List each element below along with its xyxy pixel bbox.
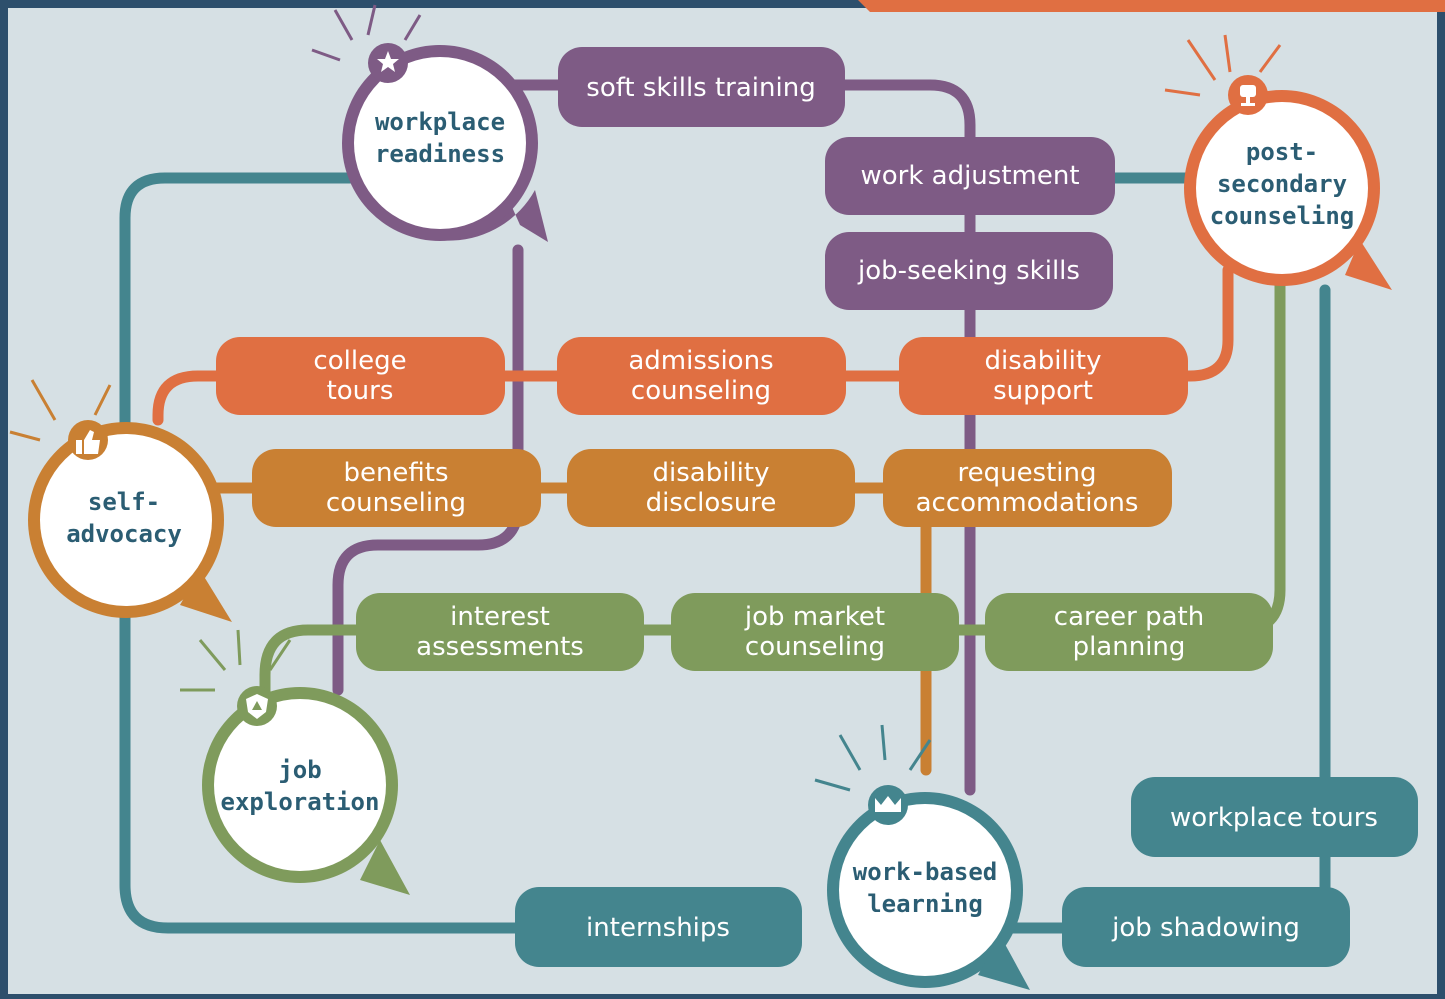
hub-label-line1: job xyxy=(278,756,321,784)
station-disability-support[interactable]: disability support xyxy=(899,337,1188,415)
hub-label-line2: learning xyxy=(867,890,983,918)
hub-label-line2: readiness xyxy=(375,140,505,168)
station-job-shadowing[interactable]: job shadowing xyxy=(1062,887,1350,967)
hub-label-line1: work-based xyxy=(853,858,998,886)
hub-label-line2: secondary xyxy=(1217,170,1347,198)
station-label-line2: counseling xyxy=(745,632,885,662)
station-label: job-seeking skills xyxy=(857,256,1080,286)
station-label-line1: college xyxy=(313,346,406,376)
station-label-line1: interest xyxy=(450,602,550,632)
hub-label-line1: workplace xyxy=(375,108,505,136)
hub-workplace-readiness[interactable]: workplace readiness xyxy=(311,4,548,242)
hub-job-exploration[interactable]: job exploration xyxy=(180,629,410,895)
thumbs-up-icon xyxy=(76,430,100,454)
station-label-line1: disability xyxy=(985,346,1102,376)
hub-label-line2: exploration xyxy=(221,788,380,816)
station-label: job shadowing xyxy=(1111,913,1300,943)
star-icon xyxy=(377,51,399,72)
station-label-line2: accommodations xyxy=(916,488,1139,518)
station-label-line2: tours xyxy=(327,376,394,406)
station-admissions-counseling[interactable]: admissions counseling xyxy=(557,337,846,415)
station-label-line1: career path xyxy=(1054,602,1204,632)
trophy-icon xyxy=(1240,85,1256,106)
hub-work-based-learning[interactable]: work-based learning xyxy=(814,724,1030,990)
station-label-line1: requesting xyxy=(957,458,1096,488)
purple-route-line xyxy=(494,79,976,796)
hub-layer: workplace readiness post- secondary coun… xyxy=(9,4,1392,990)
station-requesting-accommodations[interactable]: requesting accommodations xyxy=(883,449,1172,527)
station-label-line2: disclosure xyxy=(646,488,777,518)
station-label-line1: job market xyxy=(744,602,885,632)
station-label-line1: benefits xyxy=(343,458,448,488)
corner-accent xyxy=(858,0,1445,12)
hub-label-line1: self- xyxy=(88,488,160,516)
station-benefits-counseling[interactable]: benefits counseling xyxy=(252,449,541,527)
station-college-tours[interactable]: college tours xyxy=(216,337,505,415)
crown-icon xyxy=(875,796,901,812)
station-label-line2: counseling xyxy=(631,376,771,406)
station-label-line2: planning xyxy=(1073,632,1186,662)
station-work-adjustment[interactable]: work adjustment xyxy=(825,137,1115,215)
station-label-line1: disability xyxy=(653,458,770,488)
hub-post-secondary-counseling[interactable]: post- secondary counseling xyxy=(1164,34,1392,290)
station-workplace-tours[interactable]: workplace tours xyxy=(1131,777,1418,857)
station-label: soft skills training xyxy=(586,73,815,103)
station-job-market-counseling[interactable]: job market counseling xyxy=(671,593,959,671)
station-label: workplace tours xyxy=(1170,803,1378,833)
station-label-line2: counseling xyxy=(326,488,466,518)
hub-label-line1: post- xyxy=(1246,138,1318,166)
station-disability-disclosure[interactable]: disability disclosure xyxy=(567,449,855,527)
station-label: internships xyxy=(586,913,730,943)
station-label-line2: support xyxy=(993,376,1093,406)
station-label: work adjustment xyxy=(860,161,1079,191)
station-label-line2: assessments xyxy=(416,632,584,662)
hub-self-advocacy[interactable]: self- advocacy xyxy=(9,379,232,622)
station-label-line1: admissions xyxy=(628,346,773,376)
hub-label-line2: advocacy xyxy=(66,520,182,548)
station-interest-assessments[interactable]: interest assessments xyxy=(356,593,644,671)
hub-label-line3: counseling xyxy=(1210,202,1355,230)
station-job-seeking-skills[interactable]: job-seeking skills xyxy=(825,232,1113,310)
station-internships[interactable]: internships xyxy=(515,887,802,967)
station-layer: soft skills training work adjustment job… xyxy=(216,47,1418,967)
station-career-path-planning[interactable]: career path planning xyxy=(985,593,1273,671)
station-soft-skills-training[interactable]: soft skills training xyxy=(558,47,845,127)
